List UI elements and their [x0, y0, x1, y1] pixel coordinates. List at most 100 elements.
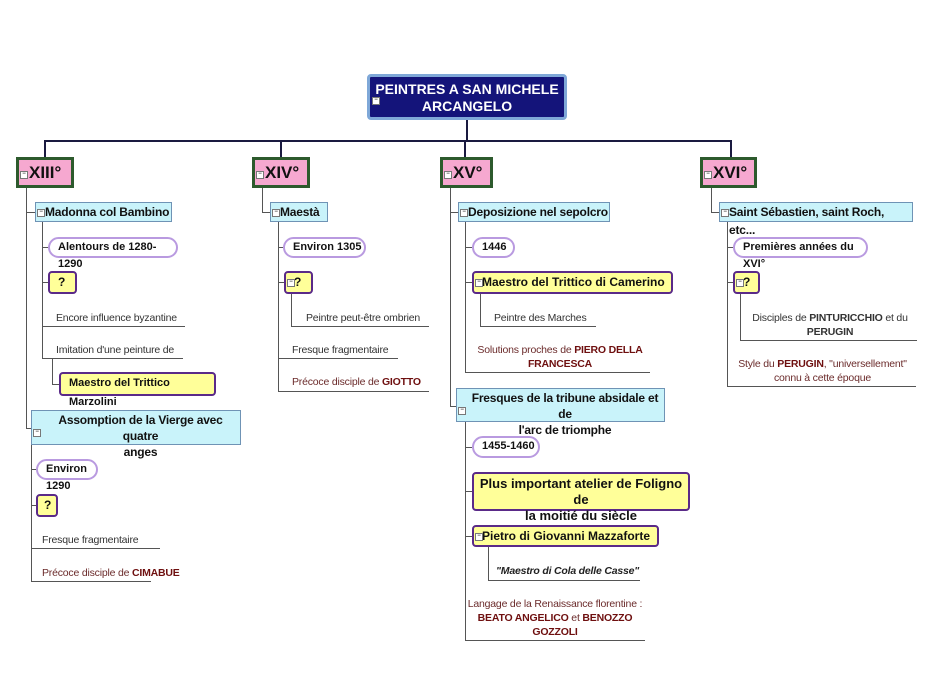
- painter-name: GOZZOLI: [532, 626, 578, 638]
- date-oval: Environ 1290: [36, 459, 98, 492]
- work-title-line1: Fresques de la tribune absidale et de: [471, 391, 659, 421]
- text: Pietro di Giovanni Mazzaforte: [482, 529, 651, 543]
- painter-box[interactable]: −?: [284, 271, 313, 294]
- century-xiv[interactable]: −XIV°: [252, 157, 310, 188]
- work-saint-sebastien[interactable]: −Saint Sébastien, saint Roch, etc...: [719, 202, 913, 237]
- connector: [464, 140, 466, 157]
- work-maesta[interactable]: −Maestà: [270, 202, 328, 222]
- note: Peintre peut-être ombrien: [306, 312, 421, 324]
- root-node[interactable]: − PEINTRES A SAN MICHELE ARCANGELO: [367, 74, 567, 120]
- collapse-toggle-icon[interactable]: −: [37, 209, 45, 217]
- connector-line: [262, 188, 263, 212]
- painter-name: PIERO DELLA: [574, 344, 643, 356]
- collapse-toggle-icon[interactable]: −: [736, 279, 744, 287]
- connector-line: [52, 384, 59, 385]
- connector-line: [26, 428, 32, 429]
- text: connu à cette époque: [773, 372, 871, 384]
- connector-line: [42, 358, 183, 359]
- connector-line: [727, 222, 728, 386]
- connector-line: [465, 536, 472, 537]
- connector-line: [465, 491, 472, 492]
- collapse-toggle-icon[interactable]: −: [372, 97, 380, 105]
- connector-line: [450, 406, 456, 407]
- connector-line: [31, 505, 36, 506]
- connector-line: [711, 188, 712, 212]
- collapse-toggle-icon[interactable]: −: [704, 171, 712, 179]
- note: Fresque fragmentaire: [42, 534, 139, 546]
- connector-line: [727, 247, 733, 248]
- note: Imitation d'une peinture de: [56, 344, 175, 356]
- painter-name: BENOZZO: [582, 612, 633, 624]
- connector-line: [480, 294, 481, 326]
- collapse-toggle-icon[interactable]: −: [721, 209, 729, 217]
- connector-line: [278, 358, 398, 359]
- connector-line: [42, 282, 48, 283]
- painter-box[interactable]: −Maestro del Trittico di Camerino: [472, 271, 673, 294]
- work-title-line2: anges: [123, 445, 158, 459]
- connector-line: [480, 326, 596, 327]
- painter-name: PERUGIN: [777, 358, 824, 370]
- painter-box[interactable]: −?: [733, 271, 760, 294]
- note: Fresque fragmentaire: [292, 344, 389, 356]
- collapse-toggle-icon[interactable]: −: [272, 209, 280, 217]
- text: ?: [743, 275, 751, 289]
- century-label: XV°: [453, 163, 483, 182]
- text: ?: [294, 275, 302, 289]
- connector-line: [31, 469, 36, 470]
- century-xvi[interactable]: −XVI°: [700, 157, 757, 188]
- painter-box[interactable]: Maestro del Trittico Marzolini: [59, 372, 216, 408]
- text: Précoce disciple de: [42, 567, 132, 579]
- collapse-toggle-icon[interactable]: −: [444, 171, 452, 179]
- painter-box[interactable]: −Pietro di Giovanni Mazzaforte: [472, 525, 659, 547]
- collapse-toggle-icon[interactable]: −: [475, 279, 483, 287]
- painter-name: BEATO ANGELICO: [477, 612, 569, 624]
- date-oval: Environ 1305: [283, 237, 366, 258]
- text: Précoce disciple de: [292, 376, 382, 388]
- painter-name: FRANCESCA: [527, 358, 593, 370]
- century-label: XIV°: [265, 163, 300, 182]
- connector-line: [31, 548, 160, 549]
- connector-line: [740, 294, 741, 340]
- note-disciple: Précoce disciple de GIOTTO: [292, 375, 421, 389]
- text: Langage de la Renaissance florentine :: [467, 598, 643, 610]
- connector: [280, 140, 282, 157]
- painter-name: GIOTTO: [381, 376, 421, 388]
- connector-line: [31, 445, 32, 582]
- painter-name: PERUGIN: [806, 326, 854, 338]
- work-title-line1: Assomption de la Vierge avec quatre: [58, 413, 223, 443]
- note-langage: Langage de la Renaissance florentine : BE…: [465, 597, 645, 639]
- work-madonna-col-bambino[interactable]: −Madonna col Bambino: [35, 202, 172, 222]
- century-xiii[interactable]: −XIII°: [16, 157, 74, 188]
- painter-box[interactable]: ?: [36, 494, 58, 517]
- connector-line: [711, 212, 719, 213]
- collapse-toggle-icon[interactable]: −: [475, 533, 483, 541]
- work-title: Madonna col Bambino: [45, 205, 170, 219]
- root-title-line2: ARCANGELO: [421, 98, 513, 114]
- collapse-toggle-icon[interactable]: −: [33, 429, 41, 437]
- collapse-toggle-icon[interactable]: −: [20, 171, 28, 179]
- work-deposizione[interactable]: −Deposizione nel sepolcro: [458, 202, 610, 222]
- collapse-toggle-icon[interactable]: −: [287, 279, 295, 287]
- connector-line: [450, 188, 451, 406]
- work-title: Saint Sébastien, saint Roch, etc...: [729, 205, 885, 237]
- century-xv[interactable]: −XV°: [440, 157, 493, 188]
- connector-line: [465, 447, 472, 448]
- work-assomption[interactable]: − Assomption de la Vierge avec quatre ange…: [31, 410, 241, 459]
- century-label: XIII°: [29, 163, 62, 182]
- painter-box[interactable]: ?: [48, 271, 77, 294]
- note: Encore influence byzantine: [56, 312, 177, 324]
- connector-line: [465, 222, 466, 372]
- text: Style du: [738, 358, 778, 370]
- collapse-toggle-icon[interactable]: −: [458, 407, 466, 415]
- collapse-toggle-icon[interactable]: −: [256, 171, 264, 179]
- text: la moitié du siècle: [525, 508, 637, 523]
- connector-line: [262, 212, 270, 213]
- note-alias: "Maestro di Cola delle Casse": [496, 565, 640, 577]
- collapse-toggle-icon[interactable]: −: [460, 209, 468, 217]
- text: Disciples de: [752, 312, 810, 324]
